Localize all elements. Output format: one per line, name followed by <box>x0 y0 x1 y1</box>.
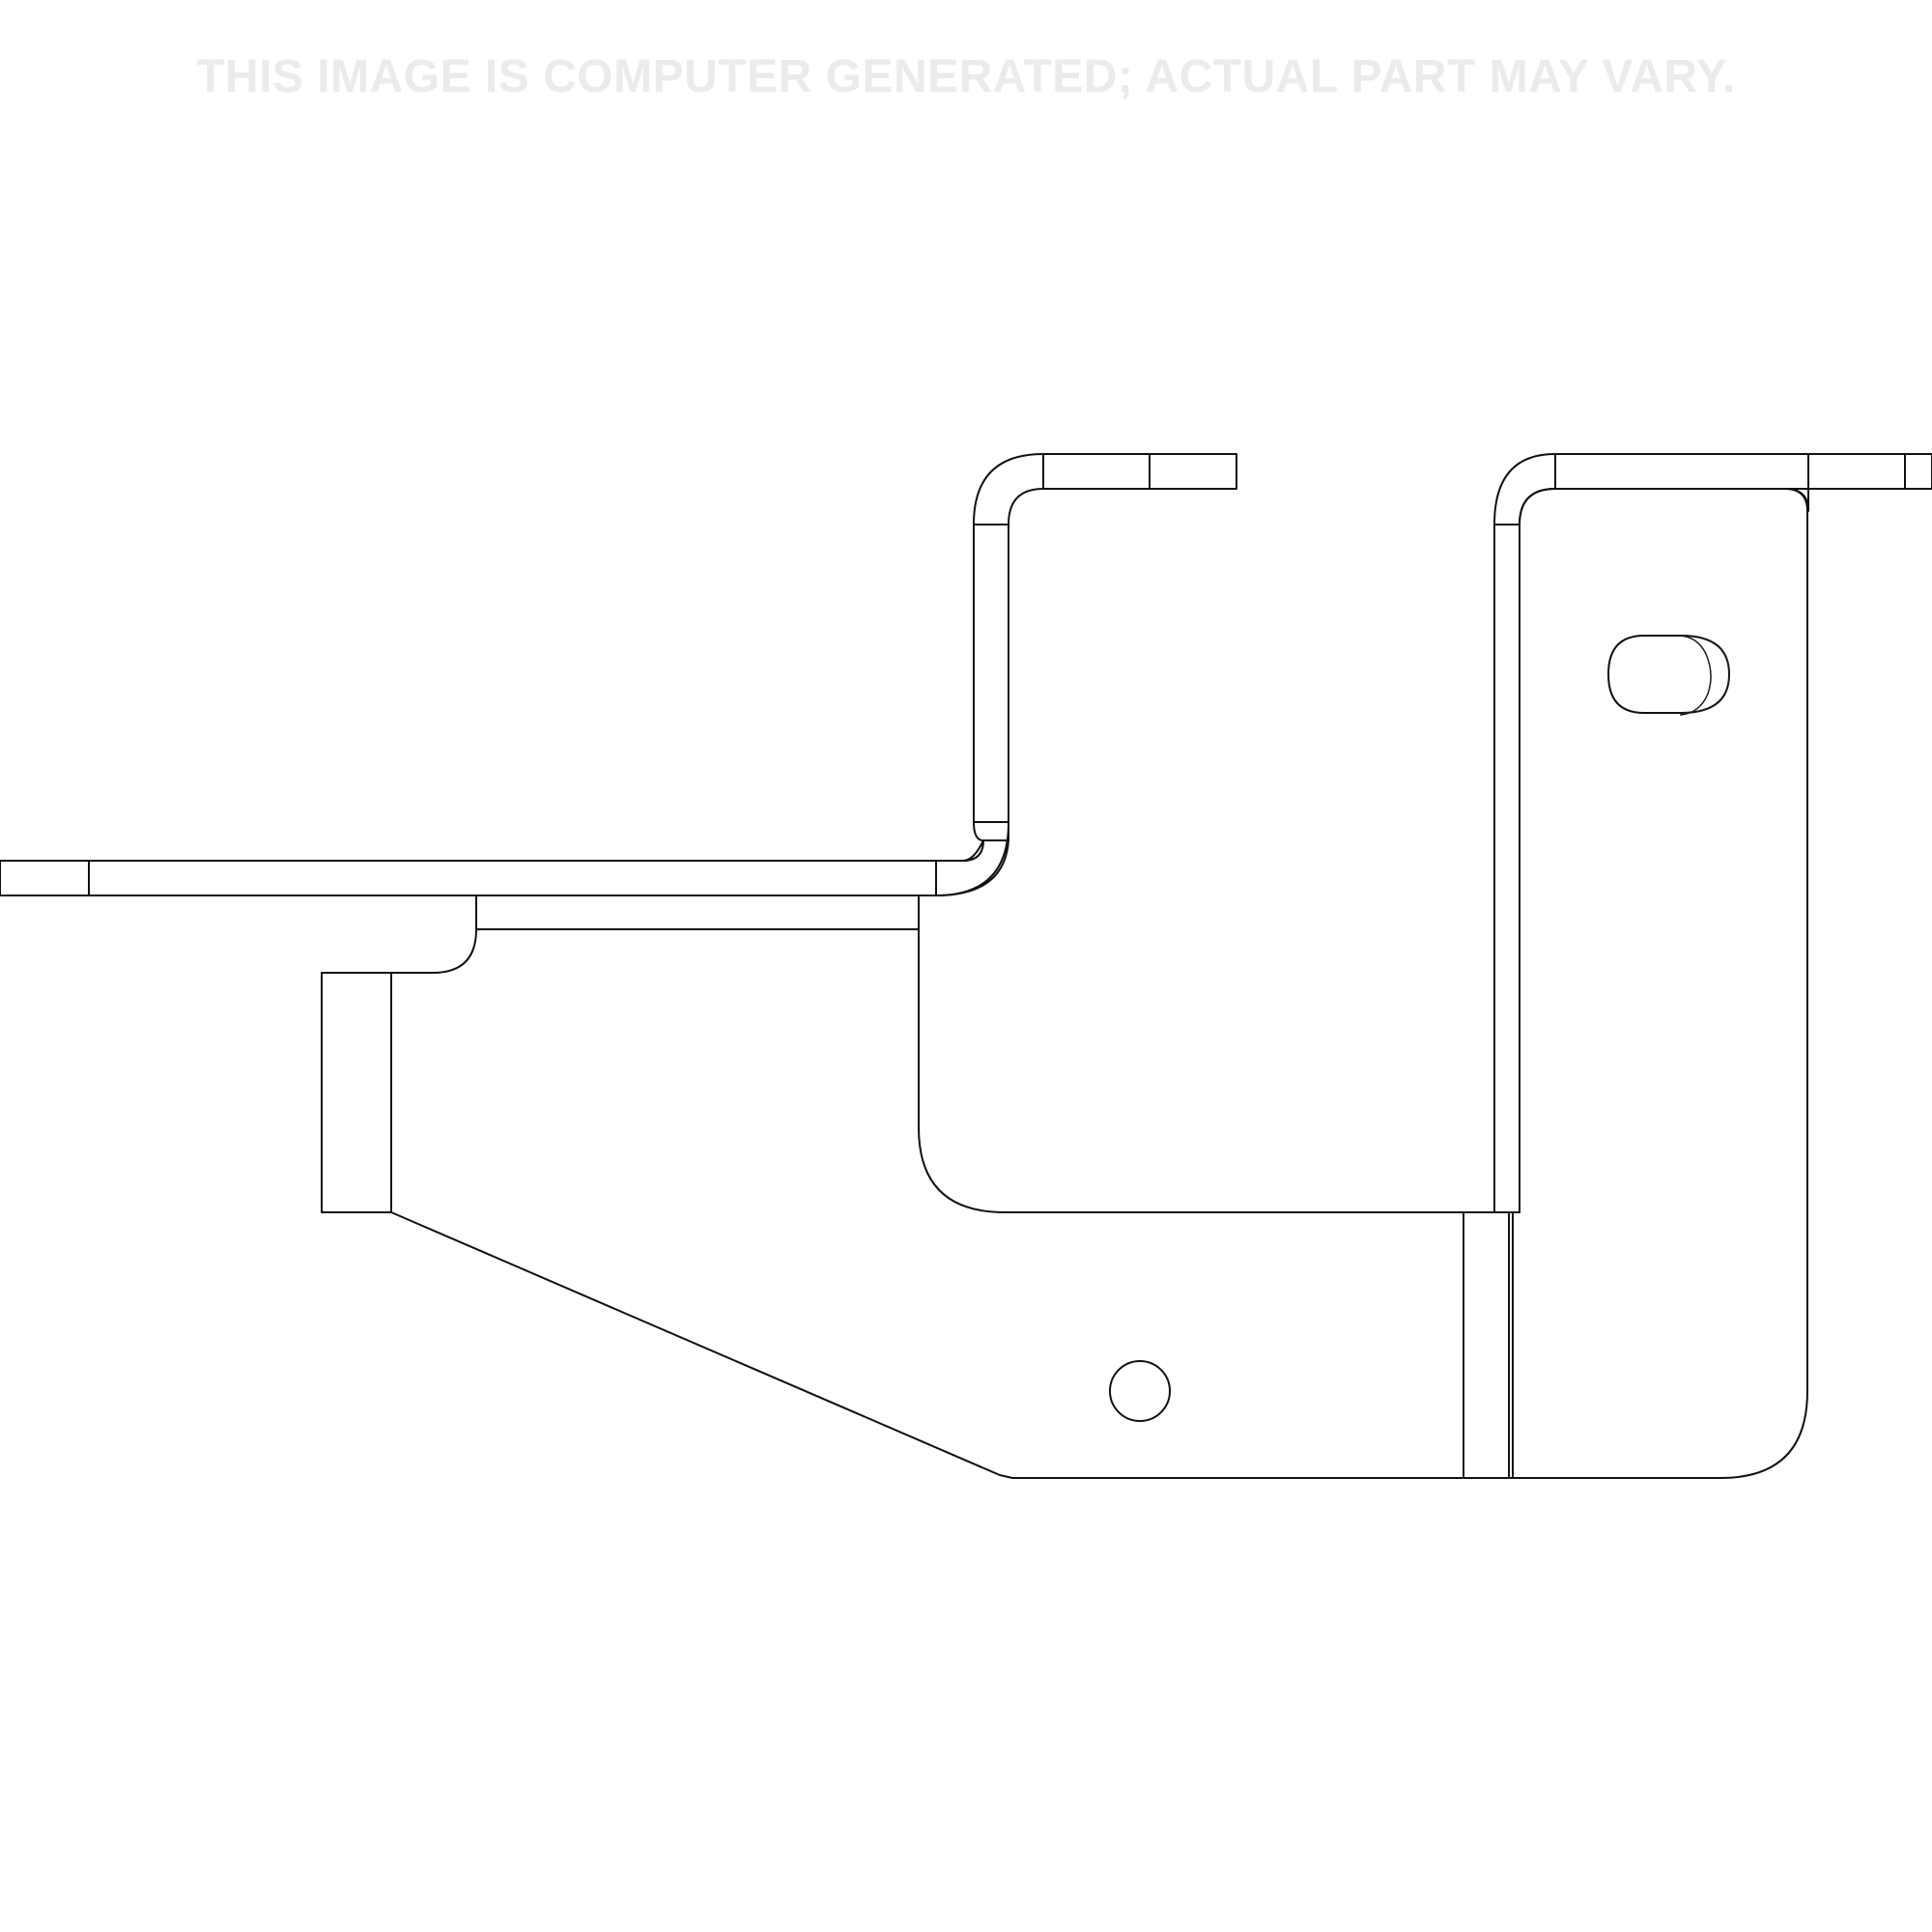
upper-flange-left-edge <box>0 860 90 896</box>
right-top-flange-outer <box>1807 453 1906 490</box>
middle-riser-bottom-bend <box>973 821 1009 841</box>
right-bracket <box>1512 488 1808 1479</box>
disclaimer-text: THIS IMAGE IS COMPUTER GENERATED; ACTUAL… <box>196 51 1736 102</box>
right-bracket-top-bend <box>1493 453 1556 526</box>
lower-plate-left-edge <box>321 972 392 1213</box>
middle-top-tab <box>1042 453 1151 490</box>
slot-hole-inner-wall <box>1680 635 1730 716</box>
upper-flange-underside <box>475 895 920 930</box>
lower-plate <box>390 895 1510 1479</box>
middle-riser <box>973 524 1009 823</box>
lower-plate-bend <box>1463 1211 1514 1479</box>
middle-riser-top-bend <box>973 453 1044 526</box>
round-hole <box>1109 1360 1171 1422</box>
upper-flange <box>88 822 1009 896</box>
right-bracket-side-edge <box>1493 524 1520 1213</box>
right-top-flange <box>1554 453 1809 490</box>
right-top-flange-end <box>1904 453 1932 490</box>
middle-top-tab-end <box>1149 453 1237 490</box>
right-top-flange-bend <box>1784 488 1809 512</box>
